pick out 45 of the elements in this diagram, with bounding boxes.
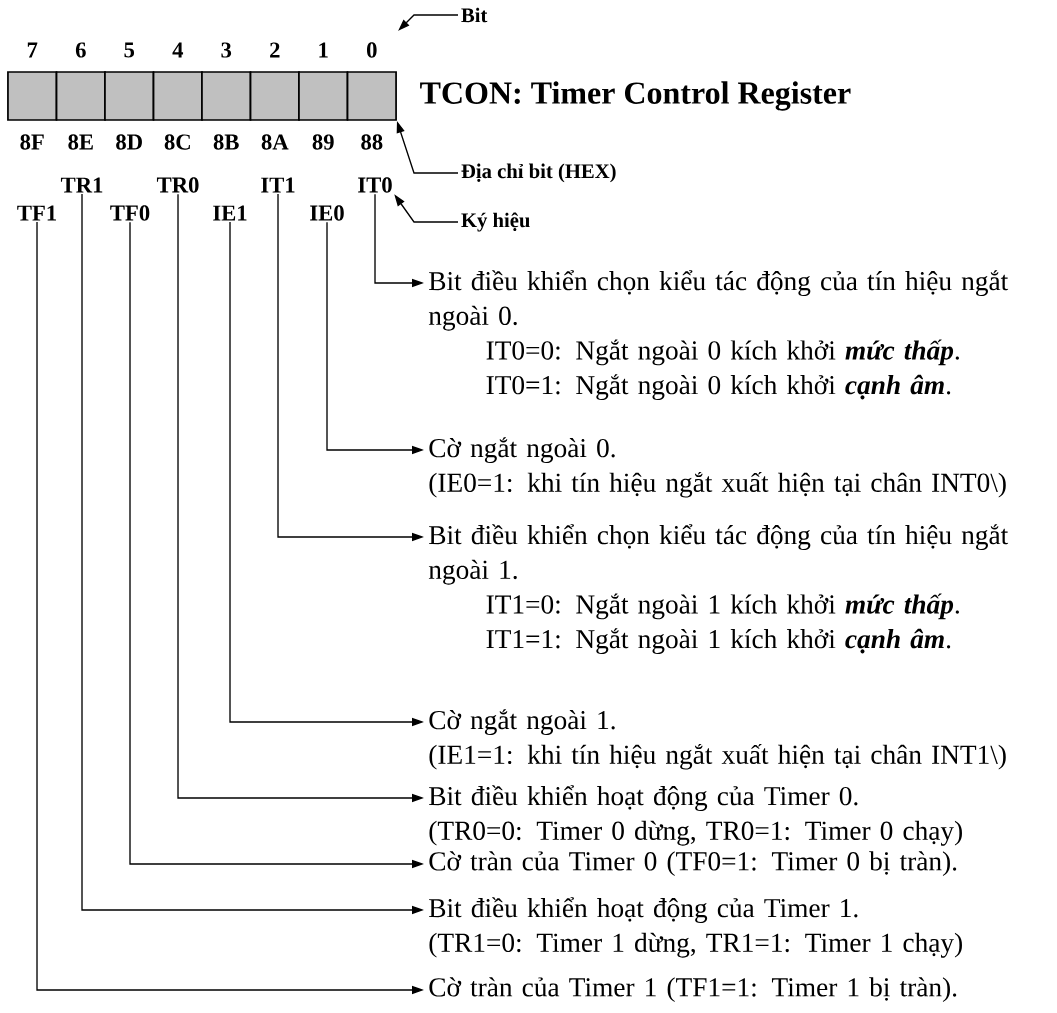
bit-number: 2 [270,42,280,58]
title: TCON: Timer Control Register [420,81,851,111]
description-text: Bit điều khiển chọn kiểu tác động của tín hiệu ngắt ngoài 1. IT1=0: Ngắt ngoài 1 kích khởi mức thấp. IT1=1: Ngắt ngoài 1 kích khởi cạnh âm. [428,524,1009,654]
annotation-text: Địa chỉ bit (HEX) [461,163,616,183]
bit-address: 8C [164,134,190,150]
bit-address: 8E [68,134,93,150]
bit-address: 8F [20,134,44,150]
bit-symbol: TF1 [17,205,56,221]
bit-number: 7 [27,42,38,58]
bit-symbol: IE1 [213,205,247,221]
bit-address: 89 [312,134,334,150]
register-cell [104,71,155,121]
description-text: Bit điều khiển hoạt động của Timer 0. (TR0=0: Timer 0 dừng, TR0=1: Timer 0 chạy) [429,785,962,846]
register-cell [298,71,349,121]
register-cell [346,71,397,121]
description-text: Bit điều khiển chọn kiểu tác động của tín hiệu ngắt ngoài 0. IT0=0: Ngắt ngoài 0 kích khởi mức thấp. IT0=1: Ngắt ngoài 0 kích khởi cạnh âm. [428,270,1009,400]
bit-number: 1 [319,42,328,58]
bit-symbol: TF0 [110,205,150,221]
bit-number: 6 [75,42,86,58]
register-cell [201,71,252,121]
bit-number: 4 [172,42,184,58]
annotation-text: Ký hiệu [461,212,530,232]
register-cell [249,71,300,121]
bit-symbol: IT0 [358,177,392,193]
bit-symbol: TR1 [60,177,103,193]
description-text: Cờ ngắt ngoài 0. (IE0=1: khi tín hiệu ngắt xuất hiện tại chân INT0\) [429,437,1006,498]
description-text: Bit điều khiển hoạt động của Timer 1. (TR1=0: Timer 1 dừng, TR1=1: Timer 1 chạy) [429,897,962,958]
description-text: Cờ tràn của Timer 1 (TF1=1: Timer 1 bị tràn). [429,977,957,1003]
bit-number: 0 [367,42,377,58]
annotation-text: Bit [461,7,488,23]
bit-number: 3 [221,42,232,58]
register-cell [7,71,58,121]
description-text: Cờ tràn của Timer 0 (TF0=1: Timer 0 bị tràn). [429,851,957,877]
description-text: Cờ ngắt ngoài 1. (IE1=1: khi tín hiệu ngắt xuất hiện tại chân INT1\) [429,709,1006,770]
bit-symbol: IT1 [261,177,295,193]
bit-address: 88 [361,134,383,150]
bit-address: 8A [261,134,289,150]
leader-arrow [398,14,459,31]
bit-symbol: TR0 [156,177,199,193]
register-cell [55,71,106,121]
register-cell [152,71,203,121]
bit-address: 8D [116,134,142,150]
bit-symbol: IE0 [310,205,344,221]
bit-address: 8B [213,134,239,150]
bit-number: 5 [124,42,135,58]
